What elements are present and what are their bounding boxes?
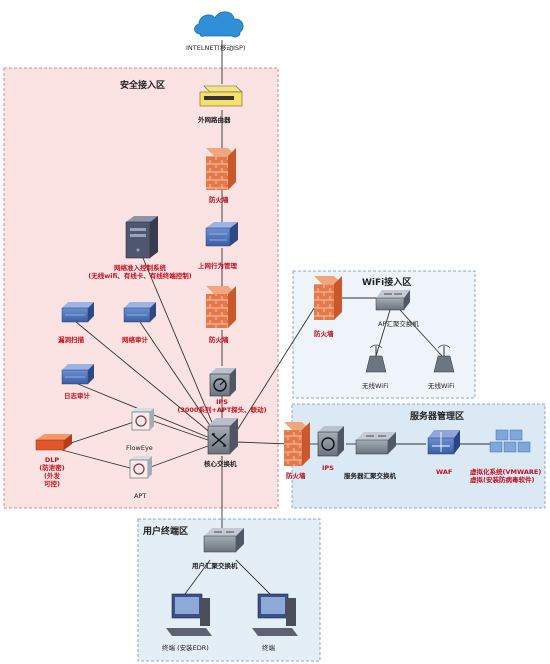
terminal-1-label: 终端 (安装EDR)	[162, 644, 209, 652]
appliance-icon	[123, 302, 156, 323]
desktop-computer-icon	[252, 593, 298, 636]
ips-icon	[209, 368, 236, 397]
server-cluster-icon	[489, 429, 531, 453]
appliance-icon	[205, 222, 238, 247]
core-switch-icon	[207, 418, 238, 455]
core-switch-label: 核心交换机	[204, 460, 237, 468]
appliance-icon	[61, 364, 94, 385]
firewall-mid-label: 防火墙	[209, 336, 229, 344]
terminal-2-label: 终端	[262, 644, 275, 652]
switch-icon	[355, 432, 396, 455]
wifi-zone-title: WiFi接入区	[362, 278, 412, 288]
service-firewall-label: 防火墙	[286, 472, 306, 480]
router-icon	[199, 85, 243, 107]
waf-icon	[427, 430, 460, 455]
switch-icon	[375, 290, 410, 311]
net-audit-label: 网络审计	[122, 336, 148, 344]
user-agg-switch-label: 用户汇聚交换机	[192, 562, 238, 570]
ap-switch-label: AP汇聚交换机	[378, 320, 419, 328]
desktop-computer-icon	[166, 593, 212, 636]
internet-label: INTELNET(移动ISP)	[186, 44, 246, 52]
firewall-icon	[314, 276, 342, 320]
user-zone-title: 用户终端区	[143, 527, 189, 537]
service-ips-label: IPS	[322, 464, 334, 472]
apt-label: APT	[134, 492, 147, 500]
net-access-line-2: (无线wifi、有线卡、有线终端控制)	[88, 272, 192, 280]
wireless-ap-1-label: 无线WiFi	[362, 382, 389, 390]
dlp-line-1: DLP	[44, 456, 60, 464]
firewall-top-label: 防火墙	[209, 196, 229, 204]
wireless-ap-2-label: 无线WiFi	[428, 382, 455, 390]
net-access-line-1: 网络准入控制系统	[114, 264, 166, 272]
firewall-icon	[206, 286, 236, 328]
outer-router-label: 外网路由器	[198, 116, 231, 124]
dlp-line-4: 可控)	[44, 480, 60, 488]
ips-icon	[317, 426, 344, 457]
vuln-scan-label: 漏洞扫描	[58, 336, 84, 344]
net-access-label: 网络准入控制系统 (无线wifi、有线卡、有线终端控制)	[70, 264, 210, 280]
log-audit-label: 日志审计	[64, 392, 90, 400]
firewall-icon	[206, 148, 236, 190]
connection-lines	[61, 40, 492, 595]
floweye-label: FlowEye	[126, 444, 153, 452]
ips-top-label: IPS (3000系列+APT探头、联动)	[160, 398, 284, 414]
dlp-device-icon	[35, 434, 72, 451]
cloud-icon	[194, 11, 244, 38]
wireless-ap-icon	[365, 344, 387, 373]
service-zone-title: 服务器管理区	[410, 412, 465, 422]
virtualization-line-1: 虚拟化系统(VMWARE)	[470, 468, 542, 476]
server-icon	[125, 216, 158, 259]
behavior-mgmt-label: 上网行为管理	[198, 262, 237, 270]
ips-top-line-1: IPS	[216, 398, 228, 406]
switch-icon	[203, 528, 244, 553]
wifi-firewall-label: 防火墙	[314, 330, 334, 338]
server-agg-switch-label: 服务器汇聚交换机	[344, 472, 396, 480]
dlp-line-2: (防泄密)	[39, 464, 65, 472]
dlp-label: DLP (防泄密) (外发 可控)	[30, 456, 74, 488]
wireless-ap-icon	[433, 344, 455, 373]
sensor-icon	[131, 408, 154, 431]
sensor-icon	[129, 456, 152, 479]
ips-top-line-2: (3000系列+APT探头、联动)	[177, 406, 267, 414]
secure-zone-title: 安全接入区	[120, 81, 166, 91]
virtualization-label: 虚拟化系统(VMWARE) 虚拟(安装防病毒软件)	[470, 468, 544, 484]
dlp-line-3: (外发	[44, 472, 60, 480]
virtualization-line-2: 虚拟(安装防病毒软件)	[470, 476, 535, 484]
firewall-icon	[284, 422, 310, 466]
appliance-icon	[61, 302, 94, 323]
waf-label: WAF	[436, 468, 453, 476]
